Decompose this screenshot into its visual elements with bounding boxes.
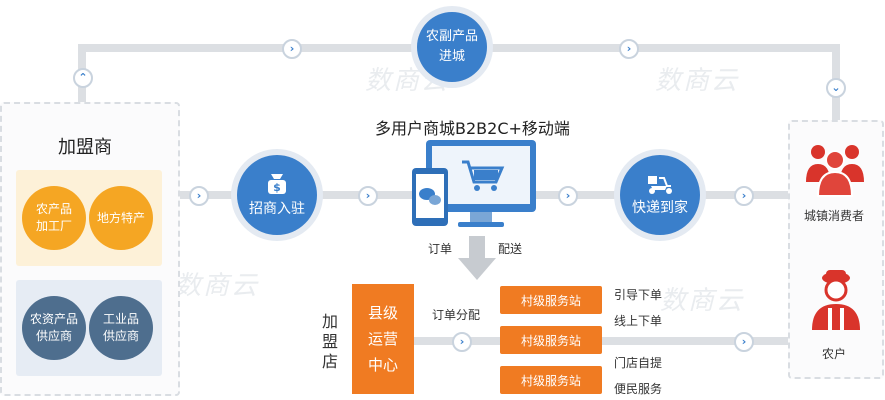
farmer-icon [812, 270, 860, 330]
produce-to-city-line2: 进城 [438, 49, 465, 64]
local-specialty-node: 地方特产 [89, 186, 153, 250]
delivery-scooter-icon [648, 176, 672, 194]
chevron-right-icon: › [734, 186, 754, 206]
agri-supplies-supplier-node: 农资产品 供应商 [22, 296, 86, 360]
chevron-right-icon: › [189, 186, 209, 206]
county-center-line1: 县级 [367, 304, 398, 322]
franchise-store-label: 加盟店 [322, 312, 339, 371]
chevron-right-icon: › [619, 39, 639, 59]
village-station: 村级服务站 [500, 366, 602, 394]
chevron-down-icon: ⌄ [826, 78, 846, 98]
chevron-right-icon: › [558, 186, 578, 206]
mall-title: 多用户商城B2B2C+移动端 [375, 119, 570, 138]
store-pickup-note: 门店自提 [614, 356, 663, 370]
farmer-label: 农户 [822, 347, 847, 361]
svg-text:$: $ [273, 181, 281, 194]
order-label: 订单 [428, 242, 453, 256]
chevron-right-icon: › [282, 39, 302, 59]
chevron-right-icon: › [734, 332, 754, 352]
watermark: 数商云 [175, 271, 260, 301]
money-bag-icon: $ [268, 174, 286, 194]
village-station: 村级服务站 [500, 286, 602, 314]
chevron-up-icon: ⌃ [73, 68, 93, 88]
ship-label: 配送 [498, 242, 523, 256]
county-center-box: 县级 运营 中心 [352, 284, 414, 394]
processing-plant-line1: 农产品 [35, 202, 72, 216]
industrial-supplier-node: 工业品 供应商 [89, 296, 153, 360]
chevron-right-icon: › [358, 186, 378, 206]
monitor-phone-icon [412, 140, 536, 227]
agri-supplies-line2: 供应商 [35, 329, 72, 343]
county-center-line3: 中心 [367, 356, 398, 374]
consumer-label: 城镇消费者 [804, 209, 865, 223]
industrial-supplier-line1: 工业品 [102, 312, 139, 326]
recruit-label: 招商入驻 [249, 201, 305, 217]
convenience-service-note: 便民服务 [614, 382, 663, 396]
processing-plant-line2: 加工厂 [35, 219, 72, 233]
village-station: 村级服务站 [500, 326, 602, 354]
produce-to-city-line1: 农副产品 [425, 29, 478, 44]
delivery-label: 快递到家 [632, 200, 688, 216]
industrial-supplier-line2: 供应商 [102, 329, 139, 343]
local-specialty-label: 地方特产 [96, 210, 145, 225]
watermark: 数商云 [660, 286, 745, 316]
chevron-right-icon: › [452, 332, 472, 352]
county-center-line2: 运营 [367, 330, 398, 348]
online-order-note: 线上下单 [614, 314, 663, 328]
processing-plant-node: 农产品 加工厂 [22, 186, 86, 250]
down-arrow-icon [458, 236, 496, 280]
order-assign-label: 订单分配 [432, 308, 481, 322]
produce-to-city-node: 农副产品 进城 [417, 12, 487, 82]
agri-supplies-line1: 农资产品 [29, 312, 78, 326]
delivery-node: 快递到家 [620, 155, 700, 235]
watermark: 数商云 [655, 66, 740, 96]
franchisee-title: 加盟商 [58, 137, 112, 158]
guide-order-note: 引导下单 [614, 288, 663, 302]
recruit-node: $ 招商入驻 [237, 155, 317, 235]
people-group-icon [806, 145, 864, 197]
